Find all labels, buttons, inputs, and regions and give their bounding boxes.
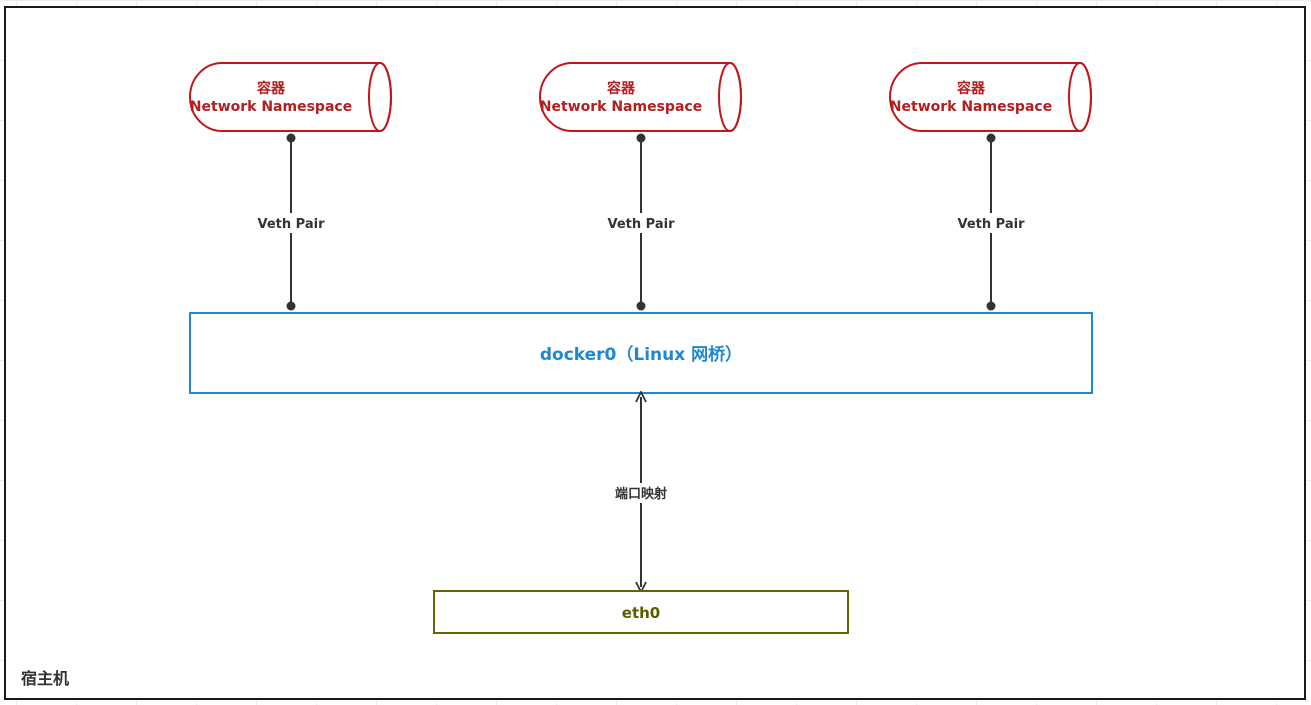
container-cylinder-body — [889, 62, 1092, 132]
endpoint-dot — [986, 301, 996, 311]
container-title: 容器 — [956, 80, 986, 97]
label-backdrop — [606, 213, 676, 233]
veth-pair-label: Veth Pair — [608, 217, 676, 232]
endpoint-dot — [286, 133, 296, 143]
bridge-label: docker0（Linux 网桥） — [540, 344, 742, 365]
container-title: 容器 — [606, 80, 636, 97]
veth-pair-connector-2[interactable]: Veth Pair — [606, 133, 676, 311]
veth-pair-label: Veth Pair — [958, 217, 1026, 232]
endpoint-dot — [636, 133, 646, 143]
eth0-label: eth0 — [622, 604, 660, 622]
docker0-bridge[interactable]: docker0（Linux 网桥） — [189, 312, 1093, 394]
endpoint-dot — [286, 301, 296, 311]
container-cylinder-body — [539, 62, 742, 132]
eth0-box — [433, 590, 849, 634]
container-cylinder-cap — [718, 62, 742, 132]
endpoint-dot — [986, 133, 996, 143]
eth0-interface[interactable]: eth0 — [433, 590, 849, 634]
container-subtitle: Network Namespace — [890, 99, 1052, 115]
container-cylinder-body — [189, 62, 392, 132]
container-subtitle: Network Namespace — [190, 99, 352, 115]
container-namespace-2[interactable]: 容器 Network Namespace — [539, 62, 742, 132]
port-mapping-label: 端口映射 — [615, 486, 667, 502]
container-cylinder-cap — [368, 62, 392, 132]
host-machine-label: 宿主机 — [21, 669, 69, 688]
bridge-box — [189, 312, 1093, 394]
veth-pair-label: Veth Pair — [258, 217, 326, 232]
container-namespace-1[interactable]: 容器 Network Namespace — [189, 62, 392, 132]
container-subtitle: Network Namespace — [540, 99, 702, 115]
container-title: 容器 — [256, 80, 286, 97]
container-namespace-3[interactable]: 容器 Network Namespace — [889, 62, 1092, 132]
label-backdrop — [956, 213, 1026, 233]
veth-pair-connector-3[interactable]: Veth Pair — [956, 133, 1026, 311]
endpoint-dot — [636, 301, 646, 311]
port-mapping-connector[interactable]: 端口映射 — [608, 397, 674, 587]
label-backdrop — [256, 213, 326, 233]
veth-pair-connector-1[interactable]: Veth Pair — [256, 133, 326, 311]
container-cylinder-cap — [1068, 62, 1092, 132]
label-backdrop — [608, 483, 674, 503]
